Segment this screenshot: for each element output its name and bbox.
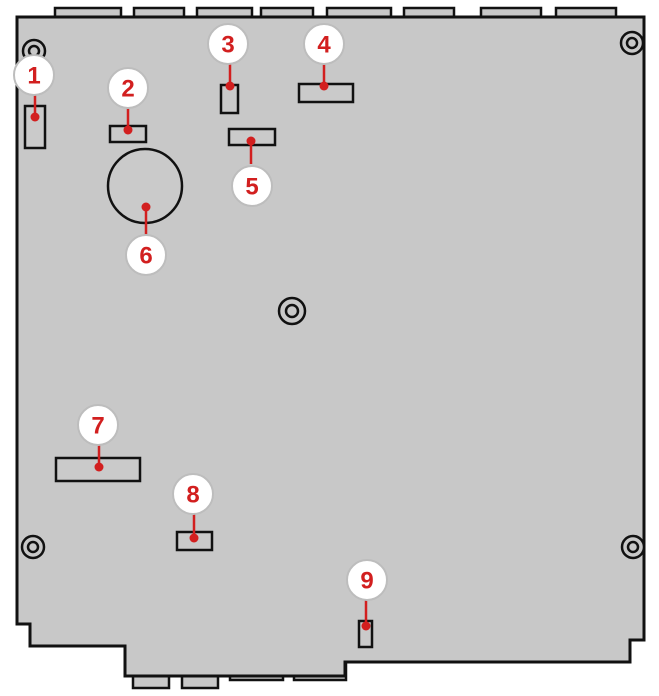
leader-dot-9 (361, 621, 371, 631)
callout-1: 1 (13, 54, 55, 96)
leader-dot-1 (30, 112, 40, 122)
mounting-hole-bottom-right (620, 534, 646, 560)
leader-dot-3 (225, 81, 235, 91)
callout-6: 6 (125, 234, 167, 276)
callout-3-label: 3 (221, 32, 234, 59)
callout-2: 2 (107, 67, 149, 109)
callouts: 1 2 3 4 5 6 7 8 (13, 23, 388, 601)
leader-dot-4 (319, 81, 329, 91)
callout-5-label: 5 (245, 174, 258, 201)
callout-4: 4 (303, 23, 345, 65)
leader-dot-8 (189, 533, 199, 543)
callout-8: 8 (172, 473, 214, 515)
callout-7-label: 7 (91, 413, 104, 440)
callout-8-label: 8 (186, 482, 199, 509)
leader-dot-5 (246, 136, 256, 146)
callout-3: 3 (207, 23, 249, 65)
motherboard-outline (15, 15, 646, 678)
callout-6-label: 6 (139, 243, 152, 270)
callout-9: 9 (346, 559, 388, 601)
callout-2-label: 2 (121, 76, 134, 103)
callout-9-label: 9 (360, 568, 373, 595)
leader-dots (30, 81, 371, 631)
mounting-hole-bottom-left (20, 534, 46, 560)
leader-dot-7 (94, 462, 104, 472)
callout-4-label: 4 (317, 32, 331, 59)
mounting-hole-top-right (619, 30, 645, 56)
leader-dot-2 (123, 125, 133, 135)
leader-dot-6 (141, 202, 151, 212)
callout-7: 7 (77, 404, 119, 446)
callout-5: 5 (231, 165, 273, 207)
mounting-hole-center (277, 296, 307, 326)
callout-1-label: 1 (27, 63, 40, 90)
